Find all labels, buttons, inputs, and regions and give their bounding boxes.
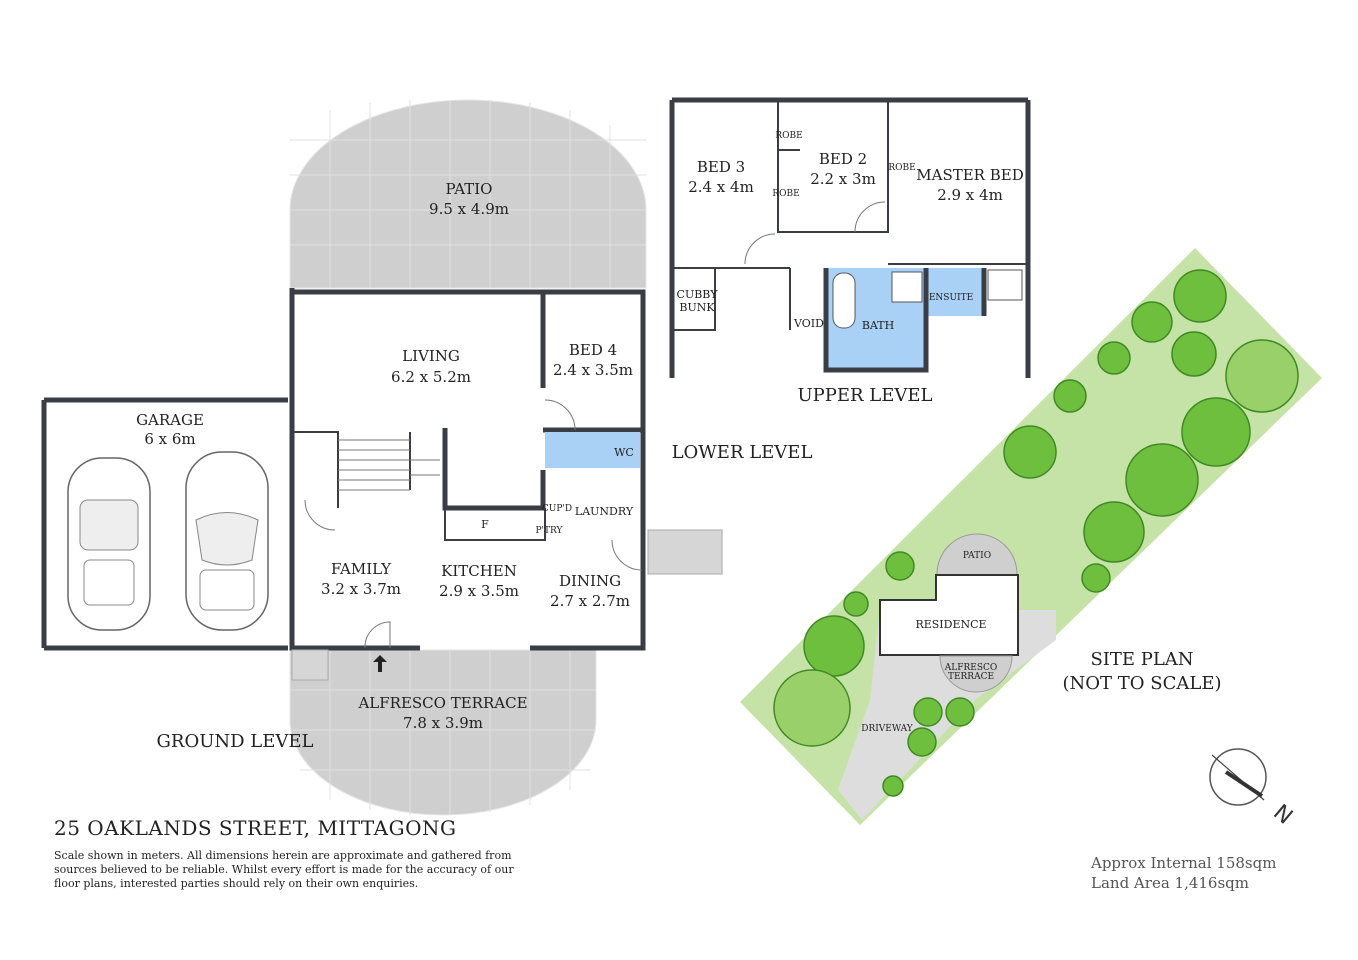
wc-area [545,432,640,468]
upper-level-plan [669,97,1031,378]
site-patio-label: PATIO [963,551,991,561]
entry-arrow-icon [373,655,387,672]
robe-label: ROBE [772,189,799,199]
land-area: Land Area 1,416sqm [1091,874,1249,892]
bed3-label: BED 3 [697,158,745,176]
master-bed-label: MASTER BED [916,166,1023,184]
internal-area: Approx Internal 158sqm [1091,854,1277,872]
ground-level-label: GROUND LEVEL [157,731,314,752]
bunk-label: BUNK [679,301,715,314]
living-size: 6.2 x 5.2m [391,368,471,386]
patio-label: PATIO [446,180,493,198]
family-size: 3.2 x 3.7m [321,580,401,598]
property-address: 25 OAKLANDS STREET, MITTAGONG [54,816,457,840]
ensuite-label: ENSUITE [929,293,973,303]
laundry-label: LAUNDRY [575,505,634,518]
patio-size: 9.5 x 4.9m [429,200,509,218]
site-alfresco-label: ALFRESCO [944,663,998,673]
trees [773,269,1299,797]
labels: PATIO 9.5 x 4.9m LIVING 6.2 x 5.2m BED 4… [136,131,1297,830]
alfresco-size: 7.8 x 3.9m [403,714,483,732]
bed2-size: 2.2 x 3m [810,170,876,188]
fridge-label: F [481,518,489,531]
car-icon [185,451,269,631]
living-label: LIVING [402,347,460,365]
robe-label: ROBE [888,163,915,173]
steps [291,649,329,681]
car-icon [67,457,151,631]
ptry-label: P'TRY [536,526,564,536]
not-to-scale-label: (NOT TO SCALE) [1063,673,1222,694]
area-summary: Approx Internal 158sqm Land Area 1,416sq… [1091,853,1276,893]
driveway-label: DRIVEWAY [861,724,914,734]
dining-label: DINING [559,572,621,590]
bed3-size: 2.4 x 4m [688,178,754,196]
alfresco-area [289,649,597,816]
cubby-label: CUBBY [677,288,719,301]
upper-level-label: UPPER LEVEL [798,385,933,406]
site-plan-label: SITE PLAN [1090,649,1193,670]
void-label: VOID [793,317,824,330]
steps [647,529,723,575]
kitchen-size: 2.9 x 3.5m [439,582,519,600]
ensuite-area [926,268,984,316]
master-bed-size: 2.9 x 4m [937,186,1003,204]
disclaimer-text: Scale shown in meters. All dimensions he… [54,849,514,890]
stairs [338,439,440,491]
patio-area [289,99,647,289]
bed4-label: BED 4 [569,341,617,359]
alfresco-label: ALFRESCO TERRACE [357,694,527,712]
bath-label: BATH [862,319,894,332]
compass-icon [1209,748,1267,806]
bed2-label: BED 2 [819,150,867,168]
cupd-label: CUP'D [542,504,572,514]
dining-size: 2.7 x 2.7m [550,592,630,610]
robe-label: ROBE [775,131,802,141]
site-plan [740,248,1322,825]
wc-label: WC [614,446,634,459]
north-label: N [1268,800,1297,830]
ground-level-plan [41,99,723,816]
garage-size: 6 x 6m [144,430,195,448]
garage-label: GARAGE [136,411,204,429]
residence-label: RESIDENCE [915,618,986,631]
kitchen-label: KITCHEN [441,562,517,580]
family-label: FAMILY [331,560,392,578]
lower-level-label: LOWER LEVEL [672,442,813,463]
bed4-size: 2.4 x 3.5m [553,361,633,379]
site-terrace-label: TERRACE [948,672,994,682]
